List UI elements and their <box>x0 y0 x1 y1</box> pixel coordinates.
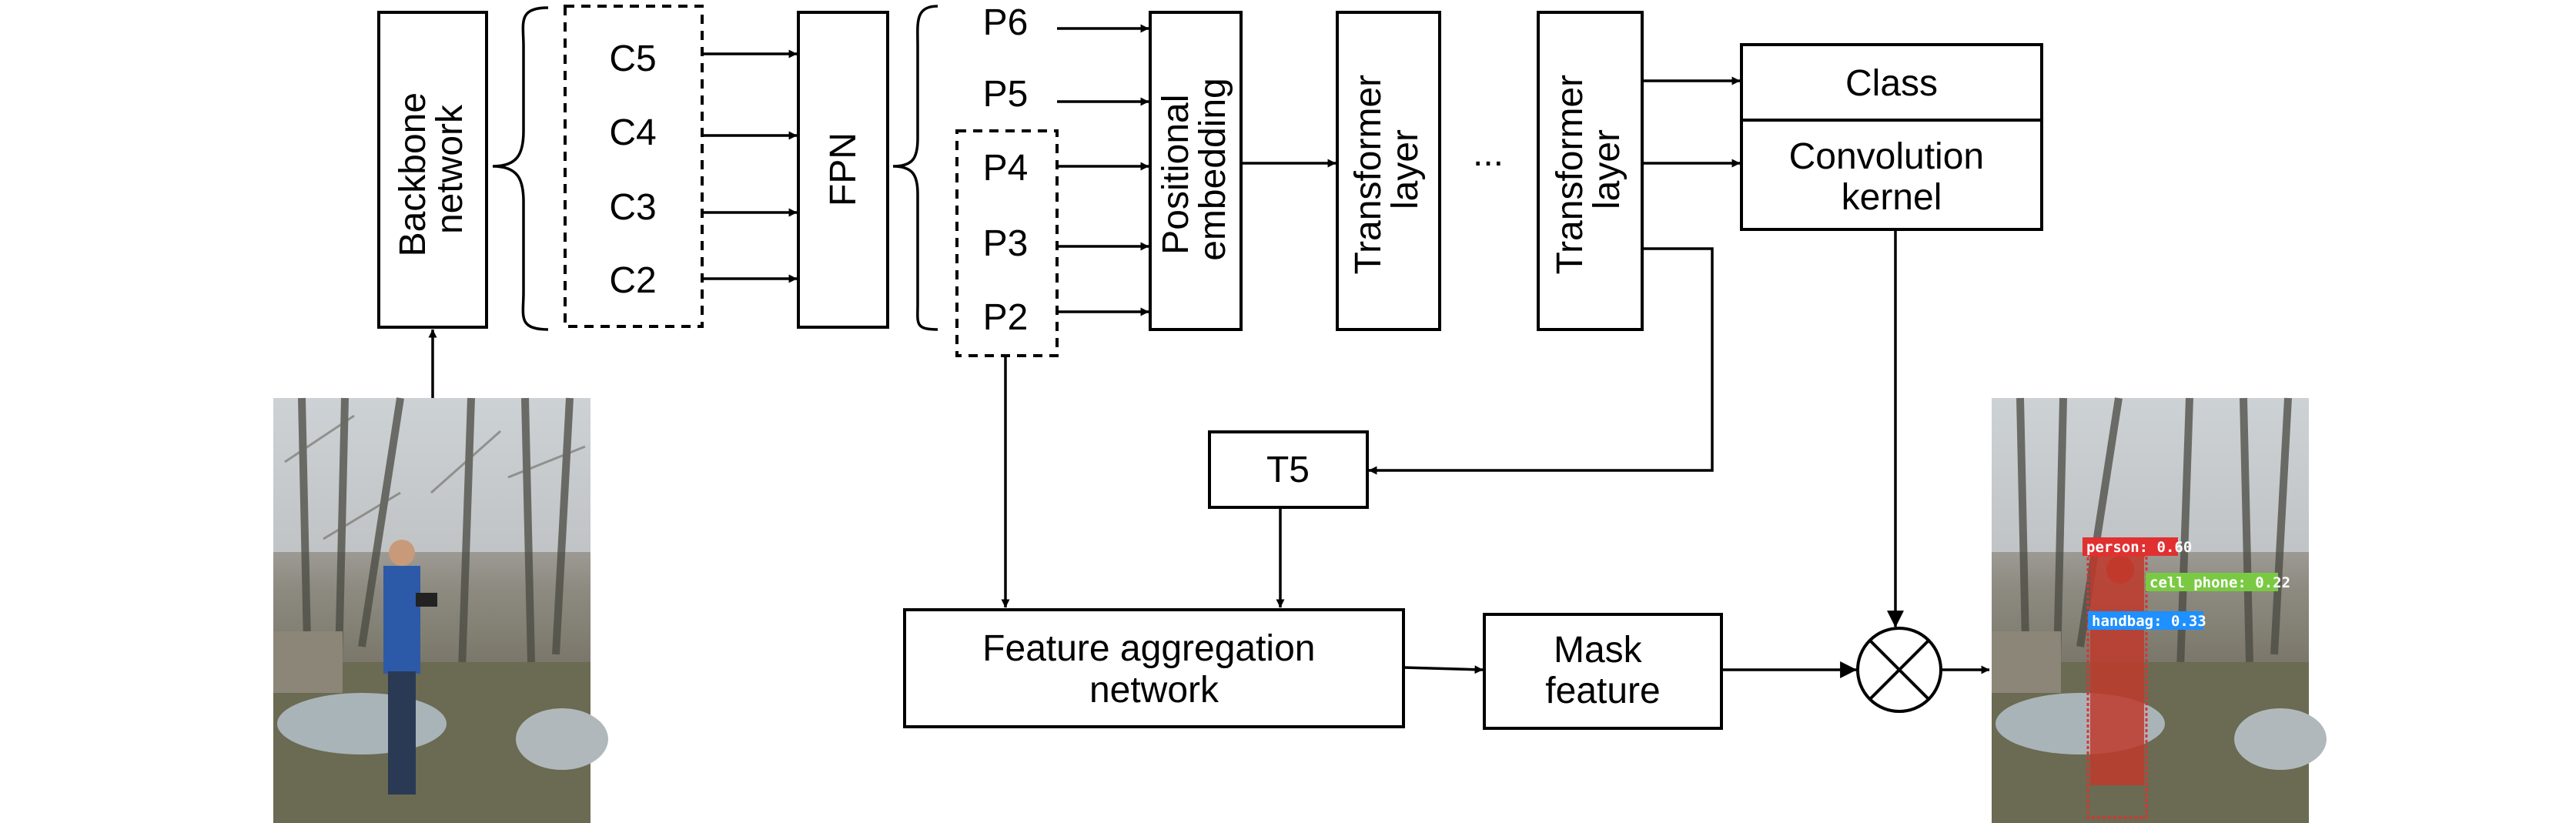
p5-label: P5 <box>983 74 1029 115</box>
transformer-layer-1-label: Transformer layer <box>1348 65 1426 275</box>
convolution-kernel-box <box>1740 119 2043 231</box>
brace-c-levels <box>492 6 549 331</box>
class-box <box>1740 43 2043 122</box>
c3-label: C3 <box>609 187 656 228</box>
backbone-network-box <box>377 11 488 329</box>
input-photo <box>273 397 608 823</box>
transformer-layer-1-box <box>1336 11 1441 331</box>
c-levels-box <box>564 5 704 328</box>
mask-feature-label: Mask feature <box>1545 630 1660 711</box>
positional-embedding-label: Positional embedding <box>1156 78 1233 261</box>
detection-label-handbag: handbag: 0.33 <box>2092 613 2206 630</box>
transformer-layer-2-label: Transformer layer <box>1550 65 1628 275</box>
mask-feature-box <box>1483 613 1723 730</box>
feature-aggregation-label: Feature aggregation network <box>982 628 1326 711</box>
connector-arrows <box>428 24 1990 678</box>
c5-label: C5 <box>609 38 656 79</box>
detection-label-person: person: 0.60 <box>2086 539 2192 556</box>
detection-label-cell-phone: cell phone: 0.22 <box>2149 574 2290 591</box>
class-label: Class <box>1845 63 1938 104</box>
t5-label: T5 <box>1266 450 1310 490</box>
c4-label: C4 <box>609 112 656 153</box>
convolution-kernel-label: Convolution kernel <box>1789 136 1995 218</box>
ellipsis-label: ... <box>1473 133 1504 174</box>
fpn-box <box>797 11 889 329</box>
p2-label: P2 <box>983 297 1029 338</box>
backbone-network-label: Backbone network <box>393 82 470 257</box>
p4-label: P4 <box>983 148 1029 189</box>
feature-aggregation-box <box>903 608 1405 728</box>
brace-p-levels <box>892 5 938 331</box>
positional-embedding-box <box>1149 11 1243 331</box>
fpn-label: FPN <box>823 132 864 206</box>
p6-label: P6 <box>983 2 1029 43</box>
multiply-operator-icon <box>1856 627 1942 713</box>
transformer-layer-2-box <box>1537 11 1644 331</box>
c2-label: C2 <box>609 260 656 301</box>
p3-label: P3 <box>983 223 1029 264</box>
t5-box <box>1208 430 1369 509</box>
p-selected-box <box>955 129 1059 357</box>
result-photo: person: 0.60 cell phone: 0.22 handbag: 0… <box>1992 397 2327 823</box>
